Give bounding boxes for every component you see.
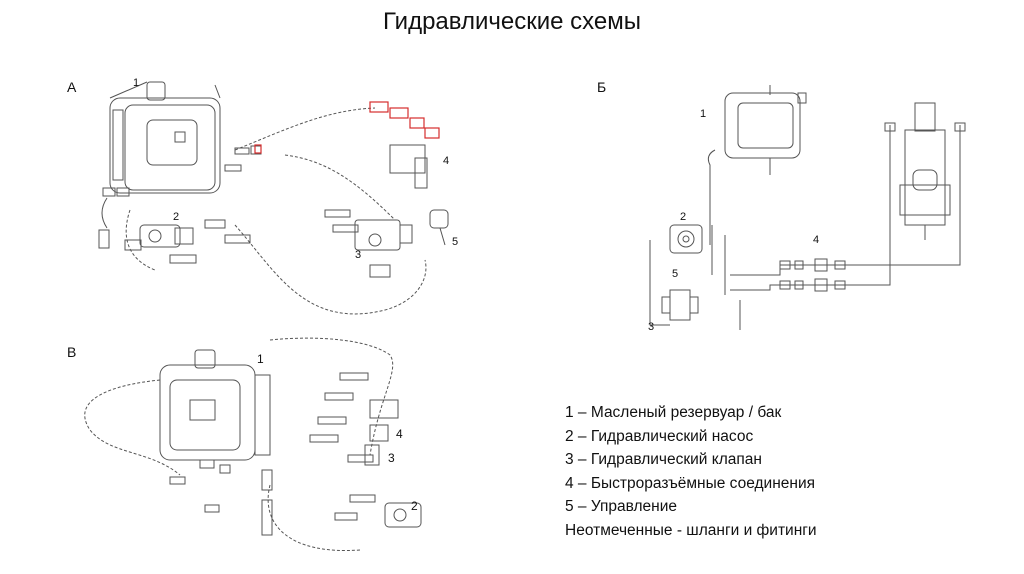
tank-a (109, 81, 221, 194)
fittings-a (98, 145, 359, 264)
legend-item-2: 2 – Гидравлический насос (565, 427, 754, 445)
tank-b (724, 85, 807, 159)
diagram-a: 1 2 3 4 5 (98, 77, 458, 315)
callout-v-3: 3 (388, 451, 395, 465)
callout-v-4: 4 (396, 427, 403, 441)
page-title: Гидравлические схемы (383, 8, 641, 35)
valve-b (661, 289, 699, 321)
callout-v-2: 2 (411, 499, 418, 513)
legend-item-6: Неотмеченные - шланги и фитинги (565, 521, 817, 539)
legend-item-5: 5 – Управление (565, 498, 678, 515)
red-couplers-a (254, 101, 440, 154)
diagram-b: 1 2 3 4 5 (648, 85, 966, 333)
callout-v-1: 1 (257, 352, 264, 366)
section-label-b: Б (597, 79, 607, 95)
diagram-v: 1 2 3 4 (84, 337, 422, 552)
callout-b-3: 3 (648, 321, 654, 333)
callout-a-3: 3 (355, 249, 361, 261)
callout-a-2: 2 (173, 211, 179, 223)
legend-item-4: 4 – Быстроразъёмные соединения (565, 474, 815, 492)
pump-b (669, 224, 703, 254)
legend: 1 – Масленый резервуар / бак 2 – Гидравл… (565, 401, 817, 542)
valve-v (364, 399, 399, 466)
pump-a (139, 224, 194, 248)
callout-a-4: 4 (443, 155, 449, 167)
cylinder-b (899, 102, 951, 240)
callout-b-4: 4 (813, 234, 819, 246)
callout-a-5: 5 (452, 236, 458, 248)
section-label-v: В (67, 344, 77, 360)
couplers-a (389, 144, 449, 246)
pump-v (384, 502, 422, 528)
fittings-v (169, 372, 376, 536)
section-label-a: А (67, 79, 77, 95)
legend-item-1: 1 – Масленый резервуар / бак (565, 404, 782, 421)
callout-b-2: 2 (680, 211, 686, 223)
valve-a (354, 219, 413, 278)
callout-b-1: 1 (700, 108, 706, 120)
tank-v (159, 349, 271, 461)
callout-a-1: 1 (133, 77, 139, 89)
legend-item-3: 3 – Гидравлический клапан (565, 451, 762, 468)
callout-b-5: 5 (672, 268, 678, 280)
couplers-b (779, 122, 966, 292)
